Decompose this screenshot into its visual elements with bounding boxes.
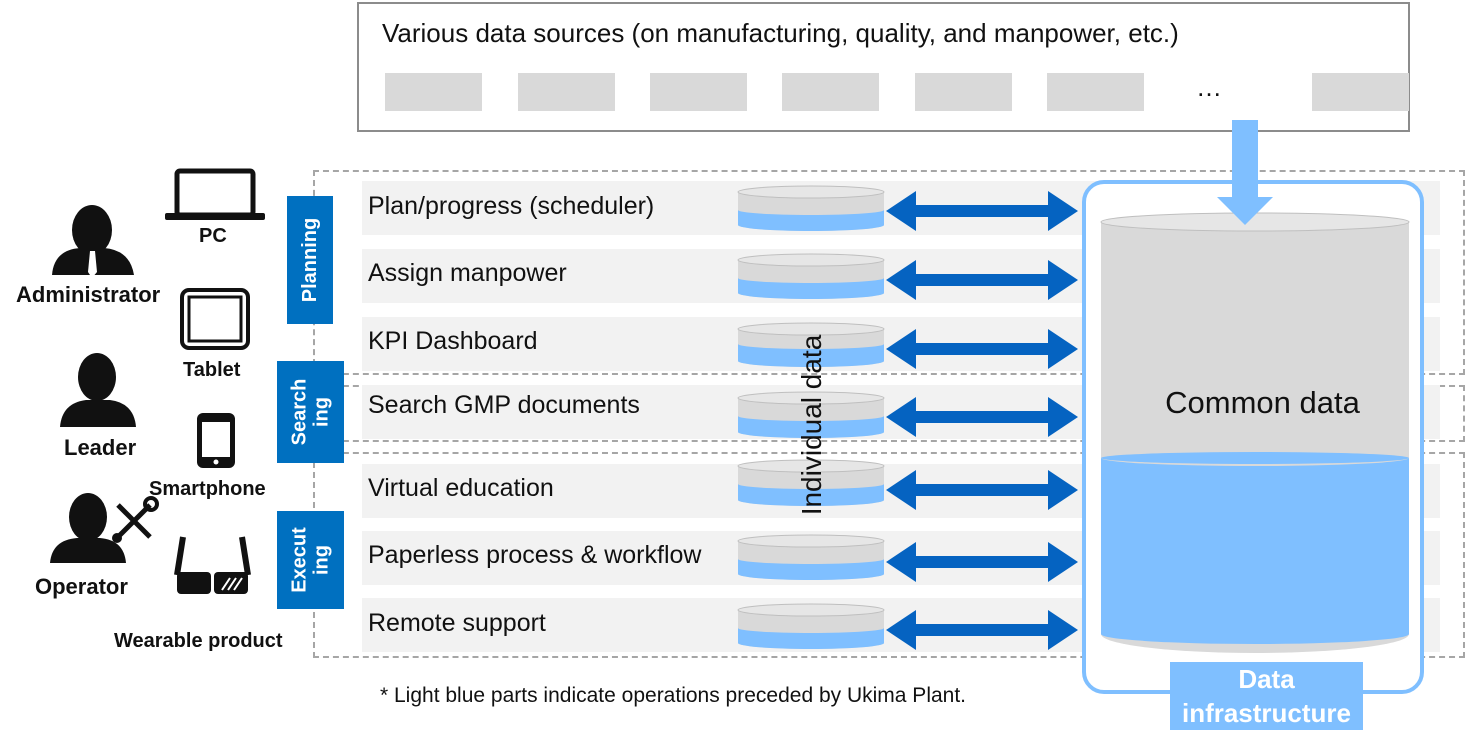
db-cylinder-icon [737, 253, 885, 299]
common-data-label: Common data [1165, 385, 1360, 420]
wearable-label: Wearable product [114, 630, 283, 652]
row-label-remote-support: Remote support [368, 609, 546, 637]
row-label-kpi-dashboard: KPI Dashboard [368, 327, 538, 355]
source-block [782, 73, 879, 111]
source-block [518, 73, 615, 111]
source-block [650, 73, 747, 111]
source-block [915, 73, 1012, 111]
source-block [1047, 73, 1144, 111]
pc-label: PC [199, 225, 227, 247]
phase-tag-planning: Planning [287, 196, 333, 324]
db-cylinder-icon [737, 322, 885, 367]
smartphone-icon [197, 413, 235, 468]
row-label-assign-manpower: Assign manpower [368, 259, 567, 287]
row-label-search-gmp: Search GMP documents [368, 391, 640, 419]
db-cylinder-icon [737, 185, 885, 231]
db-cylinder-icon [737, 603, 885, 649]
row-label-virtual-education: Virtual education [368, 474, 554, 502]
db-cylinder-icon [737, 391, 885, 438]
smart-glasses-icon [174, 536, 251, 594]
data-infrastructure-label: Data infrastructure [1170, 662, 1363, 730]
smartphone-label: Smartphone [149, 478, 266, 500]
data-sources-title: Various data sources (on manufacturing, … [382, 18, 1179, 48]
tablet-label: Tablet [183, 359, 241, 381]
footnote: * Light blue parts indicate operations p… [380, 684, 967, 707]
person-icon [60, 353, 136, 427]
phase-tag-executing: Execut ing [277, 511, 344, 609]
source-block [385, 73, 482, 111]
tablet-icon [180, 288, 250, 350]
db-cylinder-icon [737, 534, 885, 580]
person-tie-icon [52, 205, 134, 278]
source-block [1312, 73, 1409, 111]
leader-label: Leader [64, 435, 137, 460]
source-ellipsis: … [1196, 72, 1225, 102]
row-label-scheduler: Plan/progress (scheduler) [368, 192, 655, 220]
db-cylinder-icon [737, 459, 885, 506]
operator-label: Operator [35, 574, 128, 599]
administrator-label: Administrator [16, 282, 161, 307]
person-tools-icon [50, 493, 159, 563]
laptop-icon [165, 168, 265, 220]
phase-tag-searching: Search ing [277, 361, 344, 463]
row-label-paperless: Paperless process & workflow [368, 541, 702, 569]
